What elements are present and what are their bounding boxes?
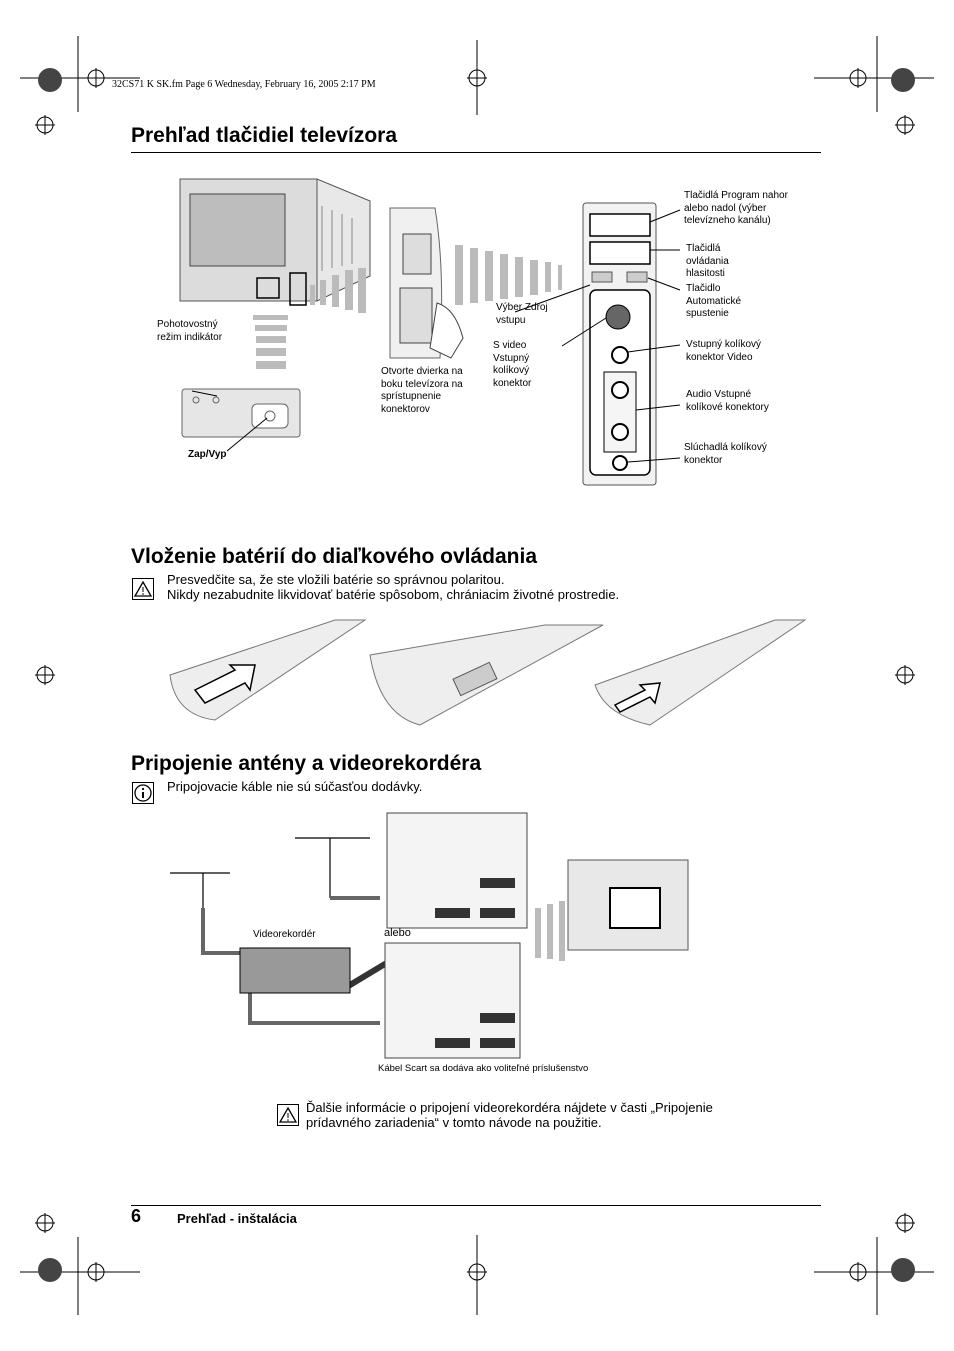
antenna-connection-illustration xyxy=(170,812,689,1059)
tv-illustration xyxy=(179,178,371,306)
label-program-buttons: Tlačidlá Program nahor alebo nadol (výbe… xyxy=(684,190,788,226)
footer-rule xyxy=(131,1205,821,1206)
antenna-info-text: Pripojovacie káble nie sú súčasťou dodáv… xyxy=(167,779,423,794)
standby-panel-illustration xyxy=(181,388,301,452)
battery-warning-line2: Nikdy nezabudnite likvidovať batérie spô… xyxy=(167,587,620,602)
info-icon xyxy=(132,782,154,804)
page-number: 6 xyxy=(131,1206,142,1226)
vcr-warning-text: Ďalšie informácie o pripojení videorekor… xyxy=(306,1100,713,1130)
label-open-door: Otvorte dvierka na boku televízora na sp… xyxy=(381,366,463,415)
label-standby: Pohotovostný režim indikátor xyxy=(157,319,223,343)
label-svideo: S video Vstupný kolíkový konektor xyxy=(493,340,532,389)
vcr-label: Videorekordér xyxy=(253,929,316,940)
label-volume-buttons: Tlačidlá ovládania hlasitosti xyxy=(686,243,729,279)
warning-icon xyxy=(132,578,154,600)
label-headphones: Slúchadlá kolíkový konektor xyxy=(684,442,767,466)
section-title-antenna: Pripojenie antény a videorekordéra xyxy=(131,752,482,775)
or-label: alebo xyxy=(384,927,411,939)
file-header: 32CS71 K SK.fm Page 6 Wednesday, Februar… xyxy=(112,79,376,90)
label-auto-start: Tlačidlo Automatické spustenie xyxy=(686,283,742,319)
label-video-in: Vstupný kolíkový konektor Video xyxy=(686,339,762,363)
title-rule xyxy=(131,152,821,153)
label-input-select: Výber Zdroj vstupu xyxy=(496,302,548,326)
zoom-beams xyxy=(253,245,562,369)
label-audio-in: Audio Vstupné kolíkové konektory xyxy=(686,389,769,413)
warning-icon-vcr xyxy=(277,1104,299,1126)
footer-section-name: Prehľad - inštalácia xyxy=(177,1211,297,1226)
connector-panel-illustration xyxy=(514,202,681,486)
side-door-illustration xyxy=(389,207,464,359)
label-power: Zap/Vyp xyxy=(188,449,227,460)
section-title-batteries: Vloženie batérií do diaľkového ovládania xyxy=(131,545,538,568)
battery-warning-line1: Presvedčite sa, že ste vložili batérie s… xyxy=(167,572,505,587)
battery-steps-illustration xyxy=(169,619,807,726)
section-title-overview: Prehľad tlačidiel televízora xyxy=(131,124,398,147)
scart-note: Kábel Scart sa dodáva ako voliteľné prís… xyxy=(378,1063,589,1074)
